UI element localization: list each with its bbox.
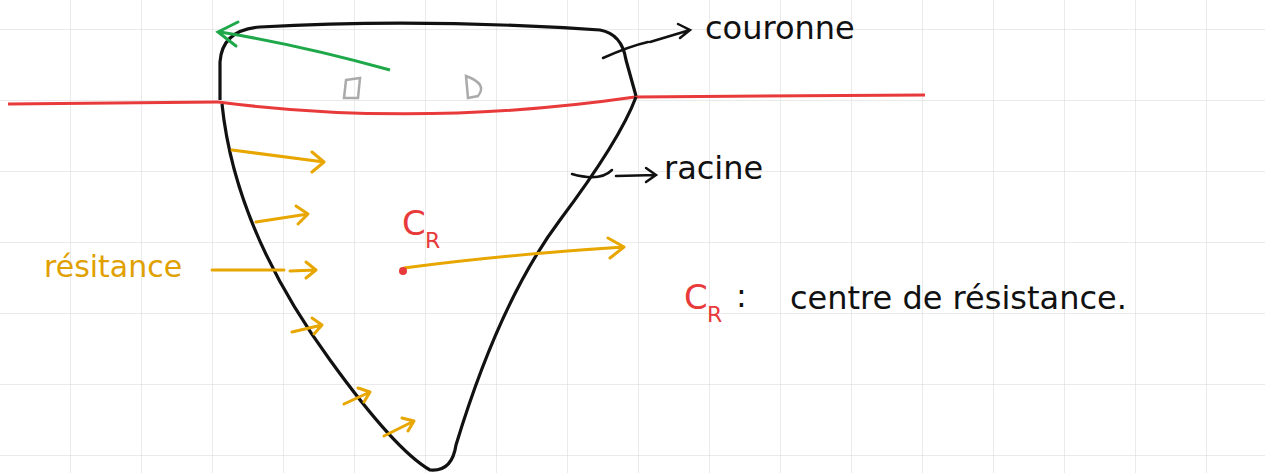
symbol-subscript: R — [707, 304, 722, 326]
root-outline — [222, 97, 636, 470]
separator: : — [736, 280, 747, 312]
legend-note: centre de résistance. — [790, 282, 1127, 314]
symbol-letter: C — [402, 206, 426, 240]
force-arrowhead — [218, 22, 238, 46]
symbol-letter: C — [684, 280, 708, 314]
leader-arrow — [572, 168, 656, 182]
symbol-subscript: R — [425, 230, 440, 252]
force-arrow — [220, 32, 390, 70]
gum-line — [218, 95, 925, 114]
part-name: racine — [664, 152, 763, 184]
gum-line — [8, 102, 218, 104]
leader-arrow — [603, 24, 690, 58]
bracket-symbol — [466, 76, 481, 98]
force-label: résitance — [44, 252, 182, 282]
resistance-centre-dot — [399, 267, 407, 275]
resistance-arrows — [212, 150, 624, 436]
part-name: couronne — [705, 12, 855, 44]
bracket-symbol — [344, 78, 360, 98]
crown-outline — [220, 23, 636, 100]
